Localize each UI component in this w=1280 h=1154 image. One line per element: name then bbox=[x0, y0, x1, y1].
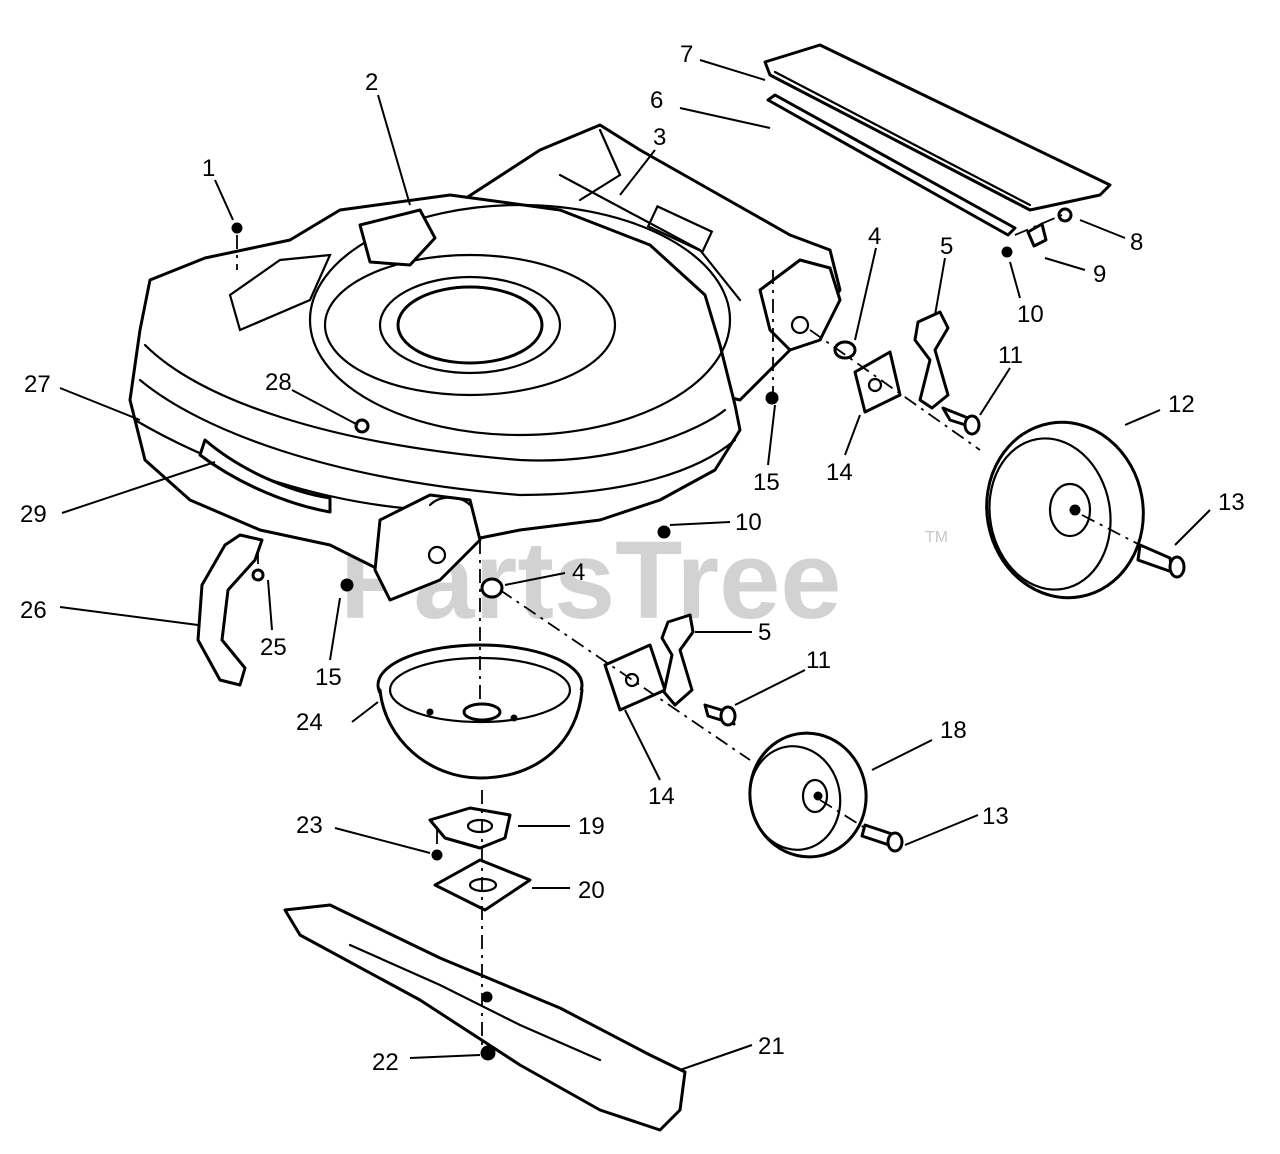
callout-3: 3 bbox=[653, 124, 666, 151]
rear-flap bbox=[763, 43, 1112, 212]
blade-nut bbox=[480, 1045, 496, 1061]
callout-labels: 1 2 3 4 4 5 5 6 7 8 9 10 10 11 11 12 13 … bbox=[20, 41, 1245, 1076]
callout-15-left: 15 bbox=[315, 664, 342, 691]
callout-23: 23 bbox=[296, 812, 323, 839]
mower-blade bbox=[283, 903, 687, 1132]
assembly-lines bbox=[236, 214, 1141, 1045]
callout-14-rear: 14 bbox=[826, 459, 853, 486]
callout-28: 28 bbox=[265, 369, 292, 396]
front-wheel-bolt bbox=[860, 823, 904, 853]
callout-22: 22 bbox=[372, 1049, 399, 1076]
callout-2: 2 bbox=[365, 69, 378, 96]
callout-12: 12 bbox=[1168, 391, 1195, 418]
rear-height-adjuster bbox=[833, 310, 981, 436]
callout-11-rear: 11 bbox=[998, 342, 1023, 369]
callout-4-rear: 4 bbox=[868, 223, 881, 250]
callout-25: 25 bbox=[260, 634, 287, 661]
callout-26: 26 bbox=[20, 597, 47, 624]
blade-adapter bbox=[428, 806, 512, 861]
leader-lines bbox=[59, 59, 1211, 1071]
deck-clip-28 bbox=[354, 418, 370, 434]
callout-10-front: 10 bbox=[735, 509, 762, 536]
callout-20: 20 bbox=[578, 877, 605, 904]
callout-21: 21 bbox=[758, 1033, 785, 1060]
callout-9: 9 bbox=[1093, 261, 1106, 288]
callout-15-right: 15 bbox=[753, 469, 780, 496]
callout-11-front: 11 bbox=[806, 647, 831, 674]
rear-wheel-bolt bbox=[1136, 543, 1186, 579]
callout-6: 6 bbox=[650, 87, 663, 114]
mower-deck bbox=[128, 123, 842, 602]
callout-18: 18 bbox=[940, 717, 967, 744]
front-wheel bbox=[748, 731, 868, 859]
front-height-adjuster bbox=[480, 577, 737, 727]
bracket-screw bbox=[251, 568, 265, 582]
callout-5-rear: 5 bbox=[940, 233, 953, 260]
callout-29: 29 bbox=[20, 501, 47, 528]
flap-hardware bbox=[1001, 207, 1073, 258]
callout-14-front: 14 bbox=[648, 783, 675, 810]
side-bracket bbox=[196, 533, 264, 687]
callout-7: 7 bbox=[680, 41, 693, 68]
callout-19: 19 bbox=[578, 813, 605, 840]
callout-1: 1 bbox=[202, 155, 215, 182]
callout-10-rear: 10 bbox=[1017, 301, 1044, 328]
flap-rod bbox=[766, 93, 1017, 237]
rear-wheel bbox=[985, 420, 1145, 600]
callout-13-rear: 13 bbox=[1218, 489, 1245, 516]
callout-8: 8 bbox=[1130, 229, 1143, 256]
callout-27: 27 bbox=[24, 371, 51, 398]
left-nut bbox=[340, 578, 354, 592]
deck-screw-1 bbox=[231, 222, 243, 234]
right-nut bbox=[765, 391, 779, 405]
callout-4-front: 4 bbox=[572, 559, 585, 586]
watermark-trademark: TM bbox=[925, 529, 948, 546]
callout-13-front: 13 bbox=[982, 803, 1009, 830]
callout-24: 24 bbox=[296, 709, 323, 736]
deck-nut-10 bbox=[657, 525, 671, 539]
callout-5-front: 5 bbox=[758, 619, 771, 646]
